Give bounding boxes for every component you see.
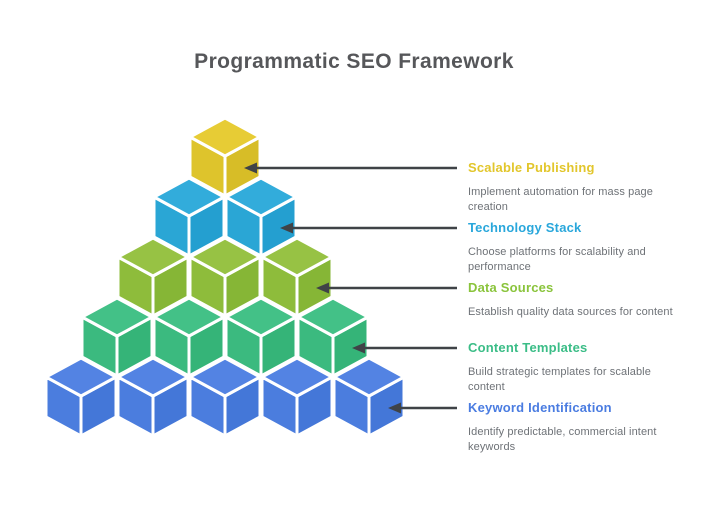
page-title: Programmatic SEO Framework (194, 50, 514, 73)
legend-item-description: Establish quality data sources for conte… (468, 306, 673, 318)
connector-arrow-technology-stack (280, 222, 457, 234)
legend-item-label: Technology Stack (468, 220, 582, 235)
connector-arrow-content-templates (352, 342, 457, 354)
legend-item-description: Choose platforms for scalability and per… (468, 246, 646, 273)
legend-item-keyword-identification: Keyword Identification Identify predicta… (468, 400, 708, 455)
legend-item-label: Keyword Identification (468, 400, 612, 415)
cube (260, 356, 334, 438)
cube-face-top (188, 116, 262, 158)
connector-arrow-data-sources (316, 282, 457, 294)
legend-item-label: Data Sources (468, 280, 554, 295)
legend-item-technology-stack: Technology Stack Choose platforms for sc… (468, 220, 708, 275)
legend-item-data-sources: Data Sources Establish quality data sour… (468, 280, 708, 320)
legend-item-description: Implement automation for mass page creat… (468, 186, 653, 213)
arrowhead-icon (244, 162, 257, 174)
pyramid-row-technology-stack (152, 176, 298, 258)
pyramid-row-content-templates (80, 296, 370, 378)
cube (224, 176, 298, 258)
pyramid-row-scalable-publishing (188, 116, 262, 198)
pyramid-row-keyword-identification (44, 356, 406, 438)
legend-item-label: Scalable Publishing (468, 160, 595, 175)
arrowhead-icon (352, 342, 365, 354)
connector-arrow-scalable-publishing (244, 162, 457, 174)
arrowhead-icon (280, 222, 293, 234)
pyramid-row-data-sources (116, 236, 334, 318)
cube (188, 116, 262, 198)
legend-item-description: Build strategic templates for scalable c… (468, 366, 651, 393)
connector-arrow-keyword-identification (388, 402, 457, 414)
legend-item-scalable-publishing: Scalable Publishing Implement automation… (468, 160, 708, 215)
legend-item-content-templates: Content Templates Build strategic templa… (468, 340, 708, 395)
arrowhead-icon (388, 402, 401, 414)
cube (152, 176, 226, 258)
legend-item-description: Identify predictable, commercial intent … (468, 426, 657, 453)
arrowhead-icon (316, 282, 329, 294)
legend-item-label: Content Templates (468, 340, 588, 355)
